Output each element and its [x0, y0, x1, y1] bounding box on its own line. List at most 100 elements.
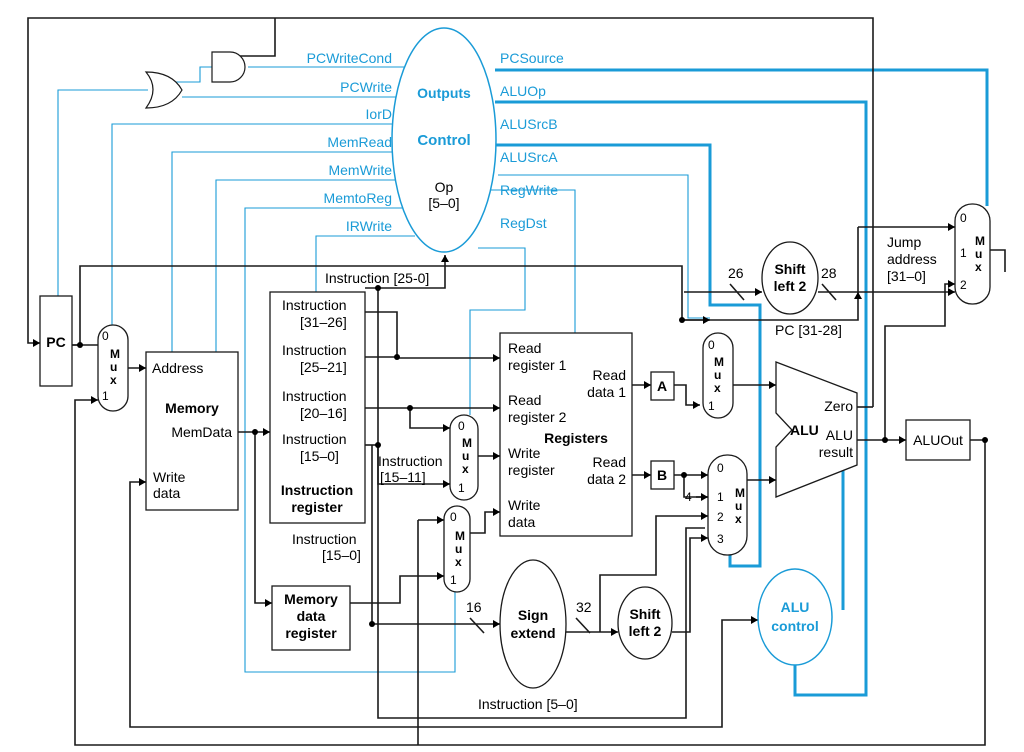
svg-text:Read: Read	[508, 340, 541, 356]
svg-text:register 1: register 1	[508, 357, 567, 373]
pc-31-28-label: PC [31-28]	[775, 322, 842, 338]
svg-text:2: 2	[717, 510, 724, 524]
svg-text:1: 1	[450, 573, 457, 587]
signal-regdst: RegDst	[500, 215, 547, 231]
svg-text:Instruction: Instruction	[282, 431, 347, 447]
bits-16: 16	[466, 599, 482, 615]
svg-text:u: u	[975, 247, 982, 261]
svg-text:Zero: Zero	[824, 398, 853, 414]
signal-regwrite: RegWrite	[500, 182, 558, 198]
alu: ALU Zero ALU result	[775, 361, 858, 498]
control-signal-wires	[57, 66, 710, 673]
svg-text:PC: PC	[46, 334, 65, 350]
svg-text:1: 1	[102, 389, 109, 403]
svg-text:M: M	[714, 355, 724, 369]
memtoreg-mux: 0 M u x 1	[443, 505, 471, 593]
svg-text:left 2: left 2	[774, 278, 807, 294]
svg-text:0: 0	[708, 338, 715, 352]
svg-text:[15–0]: [15–0]	[300, 448, 339, 464]
register-file: Read register 1 Read register 2 Write re…	[499, 332, 633, 537]
svg-text:register: register	[291, 499, 343, 515]
svg-text:u: u	[714, 368, 721, 382]
iord-mux: 0 M u x 1	[97, 324, 129, 412]
control-op-label: Op	[435, 179, 454, 195]
control-title: Control	[417, 132, 470, 149]
svg-text:ALUOut: ALUOut	[913, 432, 963, 448]
svg-text:Instruction: Instruction	[281, 482, 353, 498]
signal-memread: MemRead	[327, 134, 392, 150]
instr-15-11-label-a: Instruction	[378, 453, 443, 469]
sign-extend: Sign extend	[499, 559, 567, 689]
svg-text:x: x	[714, 381, 721, 395]
bits-26: 26	[728, 265, 744, 281]
svg-text:A: A	[657, 378, 667, 394]
svg-text:[20–16]: [20–16]	[300, 405, 347, 421]
svg-text:M: M	[110, 347, 120, 361]
svg-text:1: 1	[458, 481, 465, 495]
svg-text:1: 1	[960, 246, 967, 260]
svg-text:0: 0	[717, 461, 724, 475]
svg-text:Shift: Shift	[774, 261, 805, 277]
and-gate	[211, 51, 246, 83]
svg-text:Read: Read	[508, 392, 541, 408]
svg-text:Write: Write	[508, 497, 541, 513]
svg-text:x: x	[110, 373, 117, 387]
svg-text:x: x	[735, 512, 742, 526]
svg-text:3: 3	[717, 532, 724, 546]
control-unit: Outputs Control Op [5–0]	[391, 27, 497, 253]
signal-aluop: ALUOp	[500, 83, 546, 99]
instr-5-0-label: Instruction [5–0]	[478, 696, 578, 712]
svg-text:ALU: ALU	[790, 422, 819, 438]
svg-text:M: M	[975, 234, 985, 248]
svg-text:x: x	[975, 260, 982, 274]
svg-text:Instruction: Instruction	[282, 297, 347, 313]
svg-text:Instruction: Instruction	[282, 388, 347, 404]
svg-text:data: data	[153, 485, 180, 501]
or-gate	[144, 71, 183, 109]
bits-28: 28	[821, 265, 837, 281]
aluout-register: ALUOut	[905, 419, 971, 461]
svg-text:Memory: Memory	[165, 400, 219, 416]
reg-b: B	[650, 460, 675, 490]
svg-text:Write: Write	[153, 469, 186, 485]
signal-memwrite: MemWrite	[328, 162, 392, 178]
control-left-signals: PCWriteCond PCWrite IorD MemRead MemWrit…	[307, 50, 393, 234]
svg-text:result: result	[819, 444, 853, 460]
pc-register: PC	[39, 295, 73, 387]
svg-text:[25–21]: [25–21]	[300, 359, 347, 375]
signal-pcwritecond: PCWriteCond	[307, 50, 392, 66]
control-op-bits: [5–0]	[428, 195, 459, 211]
svg-text:register: register	[285, 625, 337, 641]
svg-text:ALU: ALU	[781, 599, 810, 615]
control-outputs-label: Outputs	[417, 85, 471, 101]
svg-text:M: M	[735, 486, 745, 500]
alu-control: ALU control	[757, 568, 833, 666]
svg-text:MemData: MemData	[171, 424, 232, 440]
instr-25-0-label: Instruction [25-0]	[325, 270, 429, 286]
svg-text:data 2: data 2	[587, 471, 626, 487]
svg-text:1: 1	[717, 490, 724, 504]
svg-text:Memory: Memory	[284, 591, 338, 607]
shift-left-2-bottom: Shift left 2	[617, 586, 673, 660]
svg-text:0: 0	[450, 510, 457, 524]
alusrca-mux: 0 M u x 1	[702, 332, 734, 419]
instr-15-11-label-b: [15–11]	[380, 469, 426, 485]
signal-memtoreg: MemtoReg	[324, 190, 392, 206]
bits-32: 32	[576, 599, 592, 615]
instr-15-0-label-b: [15–0]	[322, 547, 361, 563]
svg-text:Shift: Shift	[629, 606, 660, 622]
svg-text:M: M	[462, 436, 472, 450]
svg-text:extend: extend	[510, 625, 555, 641]
signal-irwrite: IRWrite	[346, 218, 392, 234]
svg-text:Registers: Registers	[544, 430, 608, 446]
svg-text:Sign: Sign	[518, 607, 548, 623]
arrowheads	[33, 223, 955, 636]
svg-text:u: u	[735, 499, 742, 513]
jump-label-1: Jump	[887, 234, 921, 250]
pcsource-mux: 0 1 2 M u x	[954, 203, 991, 305]
svg-text:M: M	[455, 529, 465, 543]
svg-text:u: u	[462, 449, 469, 463]
jump-label-3: [31–0]	[887, 268, 926, 284]
svg-text:Address: Address	[152, 360, 203, 376]
